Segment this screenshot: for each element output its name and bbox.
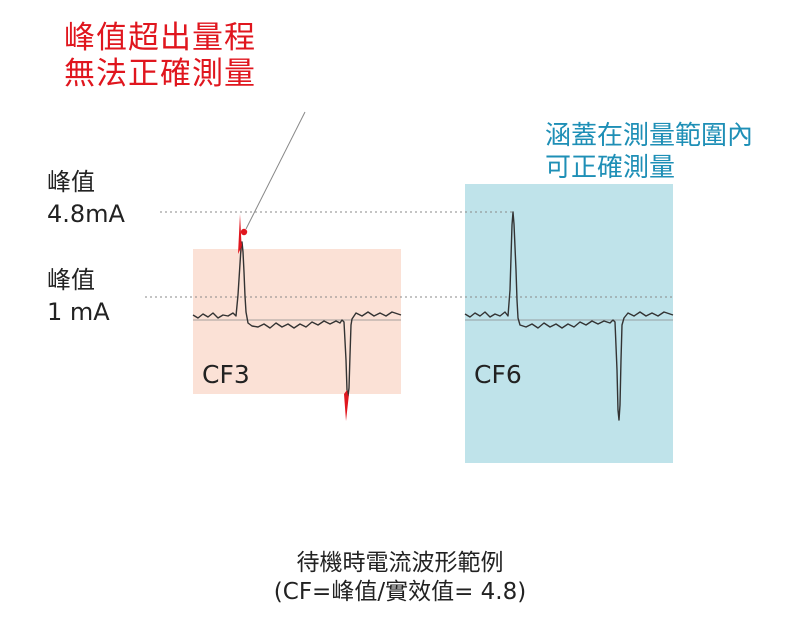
in-range-annotation: 涵蓋在測量範圍內 可正確測量 [545,120,753,184]
over-range-line2: 無法正確測量 [64,56,256,92]
cf3-range-box [193,249,401,394]
in-range-line1: 涵蓋在測量範圍內 [545,121,754,151]
cf6-range-box [465,184,673,463]
peak-1ma-label-line1: 峰值 [47,266,95,294]
cf6-label: CF6 [474,360,522,389]
peak-4.8ma-label-line1: 峰值 [47,168,95,196]
cf3-waveform [192,241,402,397]
peak-4.8ma-label-line2: 4.8mA [47,200,125,228]
peak-1ma-label: 峰值 1 mA [47,264,110,328]
peak-1ma-label-line2: 1 mA [47,298,110,326]
caption-title: 待機時電流波形範例 [296,550,504,576]
over-range-line1: 峰值超出量程 [64,20,256,56]
in-range-line2: 可正確測量 [545,153,676,183]
cf6-waveform [464,211,674,421]
figure-caption: 待機時電流波形範例 (CF=峰值/實效值= 4.8) [200,549,600,607]
callout-leader-line [245,111,306,230]
cf3-clipped-negative-peak [344,390,349,421]
over-range-annotation: 峰值超出量程 無法正確測量 [64,20,256,92]
callout-dot [240,228,248,236]
caption-cf-formula: (CF=峰值/實效值= 4.8) [273,579,527,605]
peak-4.8ma-label: 峰值 4.8mA [47,166,125,230]
cf3-label: CF3 [202,360,250,389]
cf3-clipped-positive-peak [238,214,242,254]
